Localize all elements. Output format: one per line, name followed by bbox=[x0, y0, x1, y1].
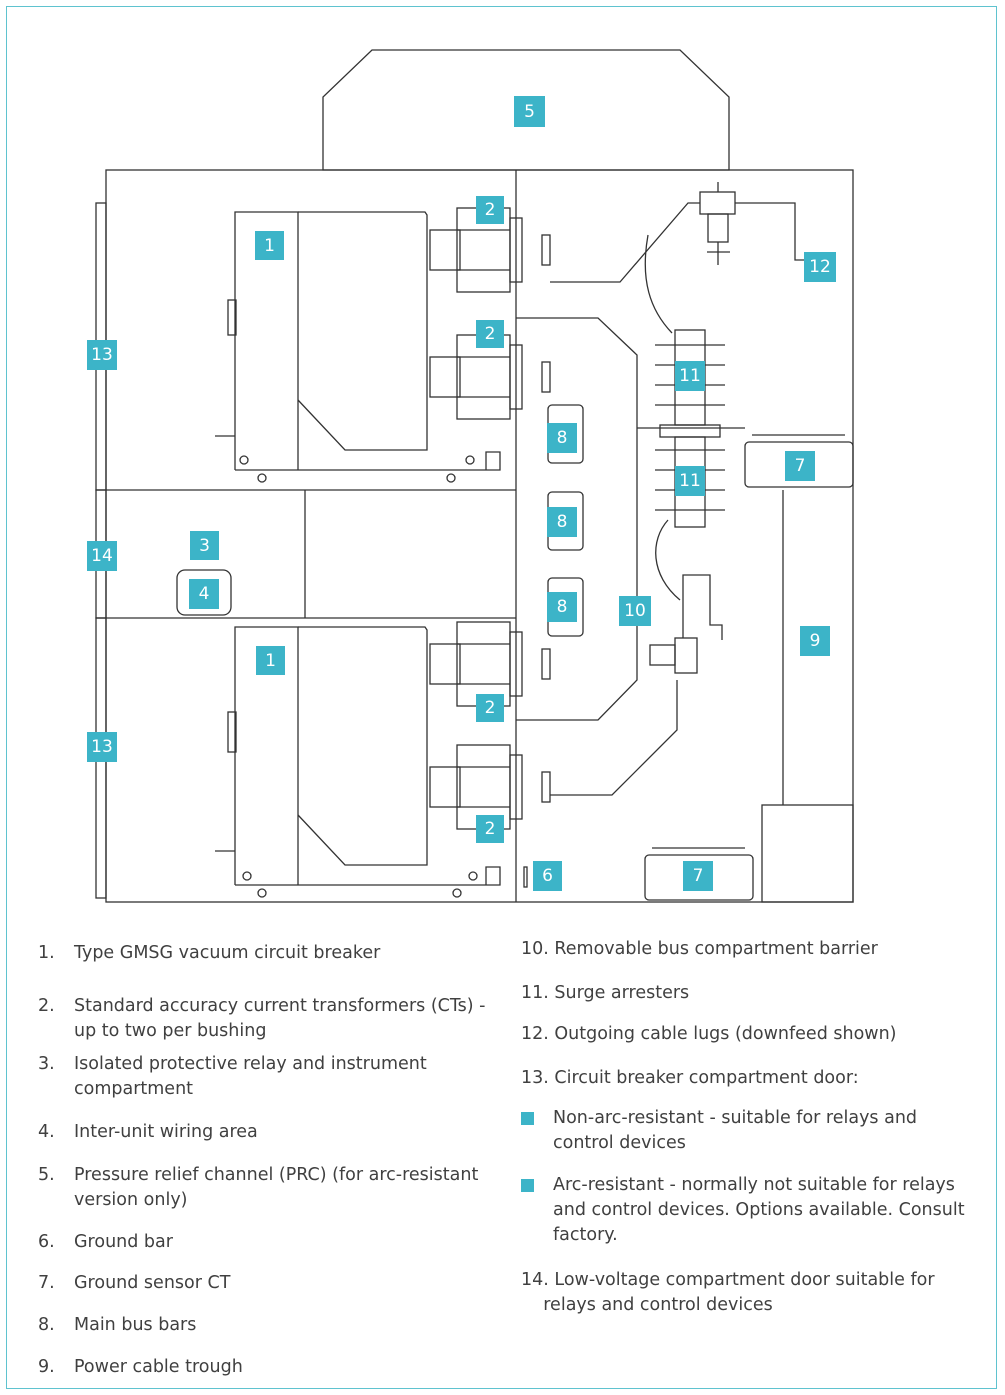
switchgear-diagram bbox=[95, 49, 854, 903]
callout-8: 8 bbox=[547, 423, 577, 453]
callout-10: 10 bbox=[619, 596, 651, 626]
callout-13: 13 bbox=[87, 732, 117, 762]
callout-6: 6 bbox=[533, 861, 562, 891]
ground-ct-top bbox=[744, 441, 854, 488]
callout-14: 14 bbox=[87, 541, 117, 571]
callout-9: 9 bbox=[800, 626, 830, 656]
bullet-square bbox=[521, 1179, 534, 1192]
bullet-arc: Arc-resistant - normally not suitable fo… bbox=[521, 1173, 991, 1251]
breaker-top bbox=[215, 211, 501, 483]
callout-11: 11 bbox=[675, 466, 705, 496]
bullet-non-arc: Non-arc-resistant - suitable for relays … bbox=[521, 1106, 991, 1158]
callout-7: 7 bbox=[785, 451, 815, 481]
breaker-bottom bbox=[215, 626, 501, 898]
callout-12: 12 bbox=[804, 252, 836, 282]
callout-4: 4 bbox=[189, 579, 219, 609]
callout-2: 2 bbox=[476, 694, 504, 722]
cable-lug-top bbox=[699, 182, 736, 265]
callout-3: 3 bbox=[190, 531, 219, 560]
wiring-area bbox=[176, 569, 232, 616]
bushing-3 bbox=[429, 621, 551, 707]
ground-ct-bottom bbox=[644, 854, 754, 901]
ground-bar-shape bbox=[523, 866, 528, 888]
page-frame bbox=[6, 6, 997, 1389]
callout-2: 2 bbox=[476, 815, 504, 843]
cable-lug-bottom bbox=[649, 574, 723, 674]
callout-5: 5 bbox=[514, 96, 545, 127]
callout-2: 2 bbox=[476, 320, 504, 348]
callout-8: 8 bbox=[547, 507, 577, 537]
callout-8: 8 bbox=[547, 592, 577, 622]
callout-13: 13 bbox=[87, 340, 117, 370]
bus-barrier bbox=[516, 317, 638, 721]
callout-2: 2 bbox=[476, 196, 504, 224]
bullet-square bbox=[521, 1112, 534, 1125]
callout-1: 1 bbox=[255, 231, 284, 260]
callout-11: 11 bbox=[675, 361, 705, 391]
callout-7: 7 bbox=[683, 861, 713, 891]
bushing-1 bbox=[429, 207, 551, 293]
callout-1: 1 bbox=[256, 646, 285, 675]
